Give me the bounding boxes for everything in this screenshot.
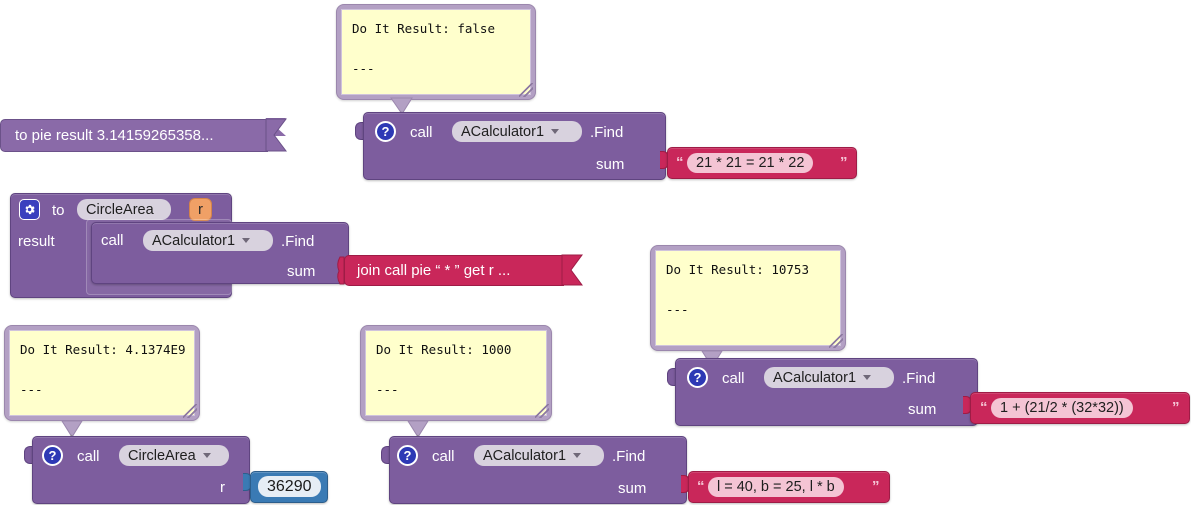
output-plug-icon <box>381 446 391 464</box>
call-keyword-label-3: call <box>722 370 745 387</box>
do-it-result-bubble-top[interactable]: Do It Result: false --- <box>336 4 536 100</box>
result-socket-label: result <box>18 233 55 250</box>
to-keyword-label: to <box>52 202 65 219</box>
collapsed-pie-point <box>265 118 287 153</box>
collapsed-pie-banner[interactable]: to pie result 3.14159265358... <box>0 119 268 152</box>
component-dropdown-2[interactable]: ACalculator1 <box>474 445 604 466</box>
component-dropdown-1[interactable]: ACalculator1 <box>452 121 582 142</box>
component-name-label-2: ACalculator1 <box>483 447 567 464</box>
string-value-field-2[interactable]: l = 40, b = 25, l * b <box>708 477 844 497</box>
string-value-field-3[interactable]: 1 + (21/2 * (32*32)) <box>991 398 1133 418</box>
open-quote-2: “ <box>697 478 705 495</box>
r-arg-label: r <box>220 479 225 496</box>
collapsed-join-banner[interactable]: join call pie “ * ” get r ... <box>344 255 564 286</box>
close-quote-3: ” <box>1172 399 1180 416</box>
chevron-down-icon <box>551 129 560 134</box>
do-it-result-text-top: Do It Result: false --- <box>341 9 531 95</box>
component-dropdown-nested[interactable]: ACalculator1 <box>143 230 273 251</box>
call-keyword-label-nested: call <box>101 232 124 249</box>
close-quote-1: ” <box>840 154 848 171</box>
method-name-label-3: .Find <box>902 370 936 387</box>
call-keyword-label-circlearea: call <box>77 448 100 465</box>
output-plug-icon <box>667 368 677 386</box>
string-value-field-1[interactable]: 21 * 21 = 21 * 22 <box>687 153 814 173</box>
open-quote-3: “ <box>980 399 988 416</box>
do-it-result-bubble-bottom-center[interactable]: Do It Result: 1000 --- <box>360 325 552 421</box>
component-name-label-nested: ACalculator1 <box>152 232 236 249</box>
call-keyword-label-2: call <box>432 448 455 465</box>
do-it-result-bubble-right[interactable]: Do It Result: 10753 --- <box>650 245 846 351</box>
component-dropdown-3[interactable]: ACalculator1 <box>764 367 894 388</box>
parameter-chip-r[interactable]: r <box>189 198 212 221</box>
close-quote-2: ” <box>872 478 880 495</box>
sum-arg-label-2: sum <box>618 480 647 497</box>
output-plug-icon <box>24 446 34 464</box>
open-quote-1: “ <box>676 154 684 171</box>
do-it-result-text-right: Do It Result: 10753 --- <box>655 250 841 346</box>
chevron-down-icon <box>202 453 211 458</box>
sum-arg-label-nested: sum <box>287 263 316 280</box>
do-it-result-text-bottom-center: Do It Result: 1000 --- <box>365 330 547 416</box>
chevron-down-icon <box>573 453 582 458</box>
call-keyword-label-1: call <box>410 124 433 141</box>
number-value-field[interactable]: 36290 <box>258 476 321 497</box>
help-icon[interactable]: ? <box>687 367 708 388</box>
method-name-label-1: .Find <box>590 124 624 141</box>
parameter-label-r: r <box>198 201 203 218</box>
method-name-label-nested: .Find <box>281 233 315 250</box>
help-icon[interactable]: ? <box>375 121 396 142</box>
do-it-result-bubble-bottom-left[interactable]: Do It Result: 4.1374E9 --- <box>4 325 200 421</box>
procedure-dropdown-circlearea[interactable]: CircleArea <box>119 445 229 466</box>
gear-icon[interactable] <box>19 199 40 220</box>
procedure-name-label: CircleArea <box>86 201 154 218</box>
do-it-result-text-bottom-left: Do It Result: 4.1374E9 --- <box>9 330 195 416</box>
collapsed-pie-label: to pie result 3.14159265358... <box>15 127 214 144</box>
help-icon[interactable]: ? <box>397 445 418 466</box>
method-name-label-2: .Find <box>612 448 646 465</box>
chevron-down-icon <box>242 238 251 243</box>
sum-arg-label-3: sum <box>908 401 937 418</box>
component-name-label-3: ACalculator1 <box>773 369 857 386</box>
procedure-name-field[interactable]: CircleArea <box>77 199 171 220</box>
component-name-label-1: ACalculator1 <box>461 123 545 140</box>
collapsed-join-point <box>561 254 583 286</box>
collapsed-join-label: join call pie “ * ” get r ... <box>357 262 511 279</box>
output-plug-icon <box>355 122 365 140</box>
chevron-down-icon <box>863 375 872 380</box>
procedure-name-label-call: CircleArea <box>128 447 196 464</box>
join-output-plug-icon <box>337 256 345 285</box>
sum-arg-label-1: sum <box>596 156 625 173</box>
help-icon[interactable]: ? <box>42 445 63 466</box>
